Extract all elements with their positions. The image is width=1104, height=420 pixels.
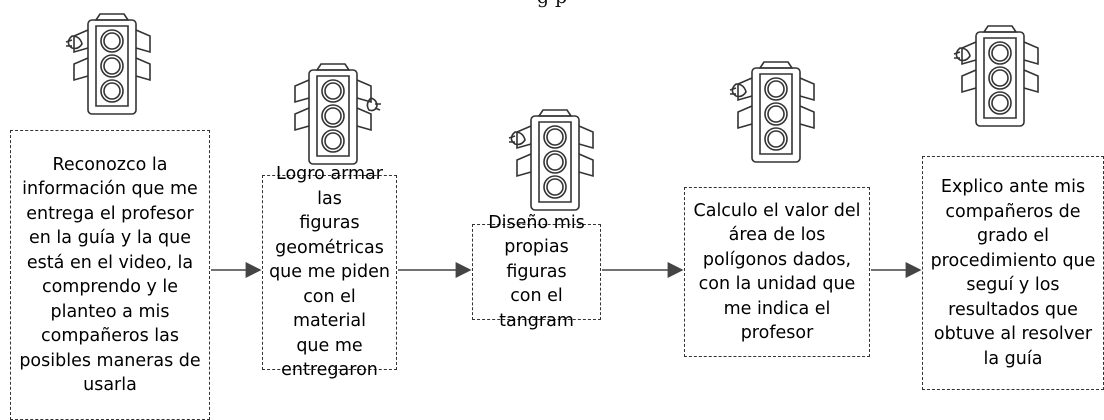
step-text-1: Reconozco la información que me entrega … [19, 154, 201, 396]
step-text-5: Explico ante mis compañeros de grado el … [930, 177, 1096, 369]
step-box-1: Reconozco la información que me entrega … [10, 130, 210, 420]
traffic-light-icon [729, 61, 815, 163]
step-text-3: Diseño mis propias figuras con el tangra… [488, 212, 585, 331]
step-box-2: Logro armar las figuras geométricas que … [262, 164, 397, 380]
step-box-4: Calculo el valor del área de los polígon… [684, 187, 870, 357]
step-text-4: Calculo el valor del área de los polígon… [693, 200, 861, 344]
traffic-light-icon [294, 63, 381, 165]
step-text-2: Logro armar las figuras geométricas que … [269, 164, 390, 381]
traffic-light-icon [65, 13, 151, 115]
step-box-5: Explico ante mis compañeros de grado el … [922, 156, 1104, 390]
traffic-light-icon [508, 109, 594, 211]
cropped-header-text: g p [0, 0, 1104, 10]
step-box-3: Diseño mis propias figuras con el tangra… [472, 213, 601, 331]
traffic-light-icon [953, 25, 1039, 127]
